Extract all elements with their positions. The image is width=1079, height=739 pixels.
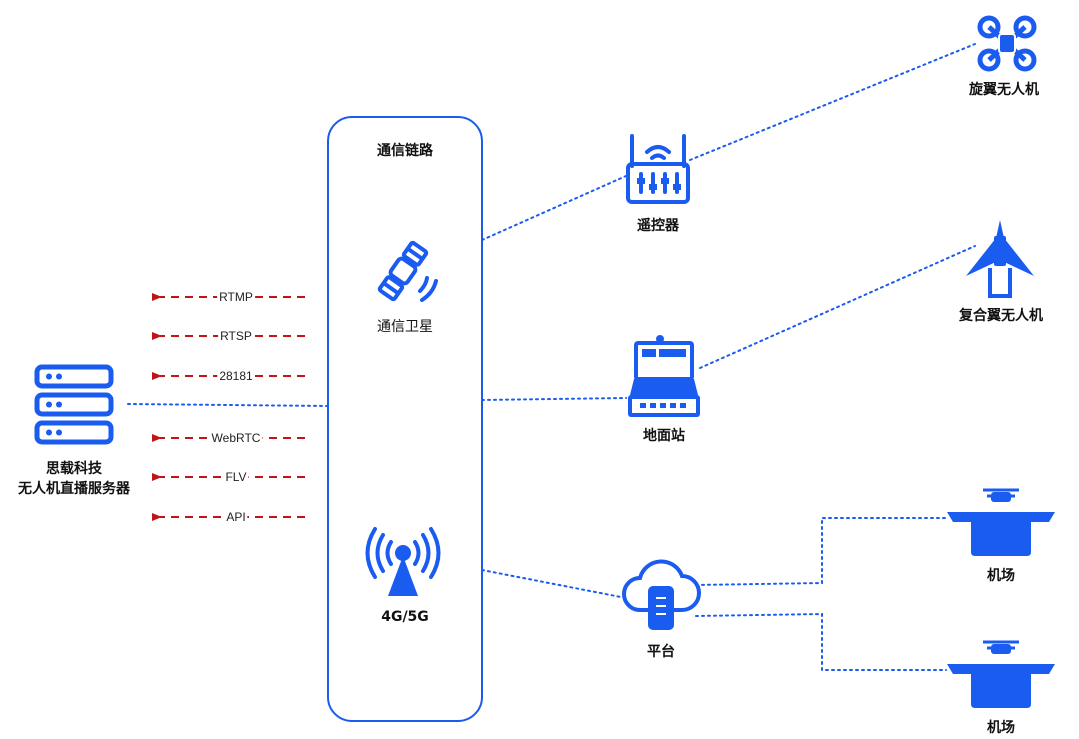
link-box (327, 116, 483, 722)
protocol-28181: 28181 (217, 369, 255, 383)
protocol-api: API (224, 510, 248, 524)
connector-link-remote (481, 175, 627, 241)
dock-label-2: 机场 (987, 720, 1015, 736)
rotor-drone-label: 旋翼无人机 (969, 82, 1039, 98)
connector-platform-dock1 (695, 517, 947, 586)
satellite-icon (377, 240, 429, 302)
drone-dock-icon (947, 488, 1055, 556)
hybrid-drone-label: 复合翼无人机 (959, 308, 1043, 324)
connector-link-platform (481, 569, 627, 599)
server-icon (34, 364, 114, 445)
connector-server-link (127, 403, 329, 407)
satellite-label: 通信卫星 (377, 319, 433, 335)
quadcopter-icon (977, 15, 1037, 72)
fixed-wing-icon (966, 220, 1034, 298)
connector-platform-dock2 (695, 612, 947, 671)
dock-label-1: 机场 (987, 568, 1015, 584)
antenna-icon (365, 527, 441, 596)
server-label-line1: 思载科技 (46, 461, 102, 477)
remote-controller-icon (626, 134, 690, 204)
protocol-webrtc: WebRTC (209, 431, 263, 445)
drone-dock-icon (947, 640, 1055, 708)
connector-ground-hybrid (699, 245, 976, 369)
link-box-title: 通信链路 (377, 143, 433, 159)
ground-station-icon (628, 335, 700, 417)
remote-label: 遥控器 (637, 218, 679, 234)
platform-label: 平台 (647, 644, 675, 660)
cellular-label: 4G/5G (381, 609, 429, 625)
ground-label: 地面站 (643, 428, 685, 444)
connector-link-ground (481, 397, 627, 401)
cloud-platform-icon (622, 559, 701, 630)
server-label-line2: 无人机直播服务器 (18, 481, 130, 497)
protocol-rtsp: RTSP (218, 329, 254, 343)
satellite-signal (418, 276, 438, 302)
connectors (127, 43, 976, 671)
protocol-rtmp: RTMP (217, 290, 255, 304)
connector-remote-rotor (689, 43, 976, 161)
protocol-flv: FLV (223, 470, 249, 484)
